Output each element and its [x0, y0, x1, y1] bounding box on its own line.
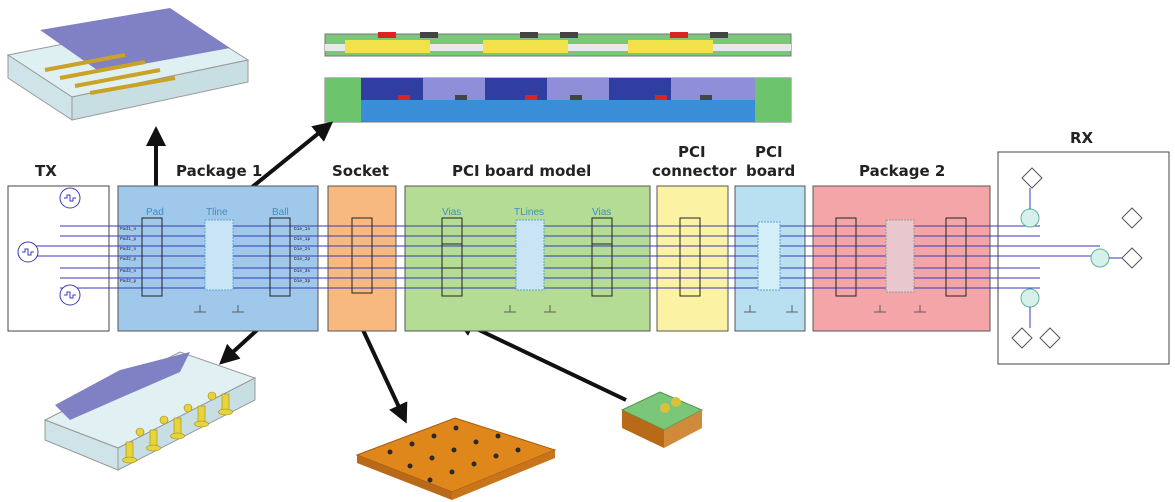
cross-section-bottom: [324, 77, 792, 123]
label-rx: RX: [1070, 129, 1094, 147]
svg-text:Pad2_n: Pad2_n: [120, 246, 137, 252]
svg-text:Pad1_p: Pad1_p: [120, 236, 137, 242]
svg-text:Pad3_p: Pad3_p: [120, 278, 137, 284]
label-pci-board-model: PCI board model: [452, 162, 591, 180]
svg-text:Die_3p: Die_3p: [294, 278, 311, 284]
svg-text:Pad3_n: Pad3_n: [120, 268, 137, 274]
cross-section-top: [324, 32, 792, 57]
sublabel-ball: Ball: [272, 207, 289, 218]
label-pci-connector-1: PCI: [678, 143, 706, 161]
rx-internals: [1011, 167, 1143, 349]
package2-internals: [835, 217, 967, 313]
label-pci-board-1: PCI: [755, 143, 783, 161]
svg-text:Die_2p: Die_2p: [294, 256, 311, 262]
package1-balls-3d-view: [43, 351, 257, 471]
sublabel-tlines: TLines: [514, 207, 544, 218]
label-pci-connector-2: connector: [652, 162, 737, 180]
pci-connector-block: [656, 185, 729, 332]
socket-internals: [351, 217, 373, 294]
sublabel-vias-left: Vias: [442, 207, 461, 218]
svg-text:Die_1p: Die_1p: [294, 236, 311, 242]
svg-text:Die_3n: Die_3n: [294, 268, 311, 274]
sublabel-tline: Tline: [206, 207, 228, 218]
pci-connector-internals: [679, 217, 701, 297]
socket-block: [327, 185, 397, 332]
pci-board-internals: [744, 221, 798, 313]
label-socket: Socket: [332, 162, 389, 180]
tx-sources: [17, 187, 81, 306]
label-package1: Package 1: [176, 162, 262, 180]
label-tx: TX: [35, 162, 57, 180]
svg-text:Die_1n: Die_1n: [294, 226, 311, 232]
sublabel-pad: Pad: [146, 207, 164, 218]
svg-text:Die_2n: Die_2n: [294, 246, 311, 252]
svg-text:Pad2_p: Pad2_p: [120, 256, 137, 262]
socket-3d-view: [355, 417, 557, 500]
label-package2: Package 2: [859, 162, 945, 180]
package1-3d-view: [6, 8, 250, 121]
pci-board-model-internals: [441, 217, 613, 313]
label-pci-board-2: board: [746, 162, 795, 180]
svg-text:Pad1_n: Pad1_n: [120, 226, 137, 232]
via-3d-view: [620, 391, 704, 448]
sublabel-vias-right: Vias: [592, 207, 611, 218]
